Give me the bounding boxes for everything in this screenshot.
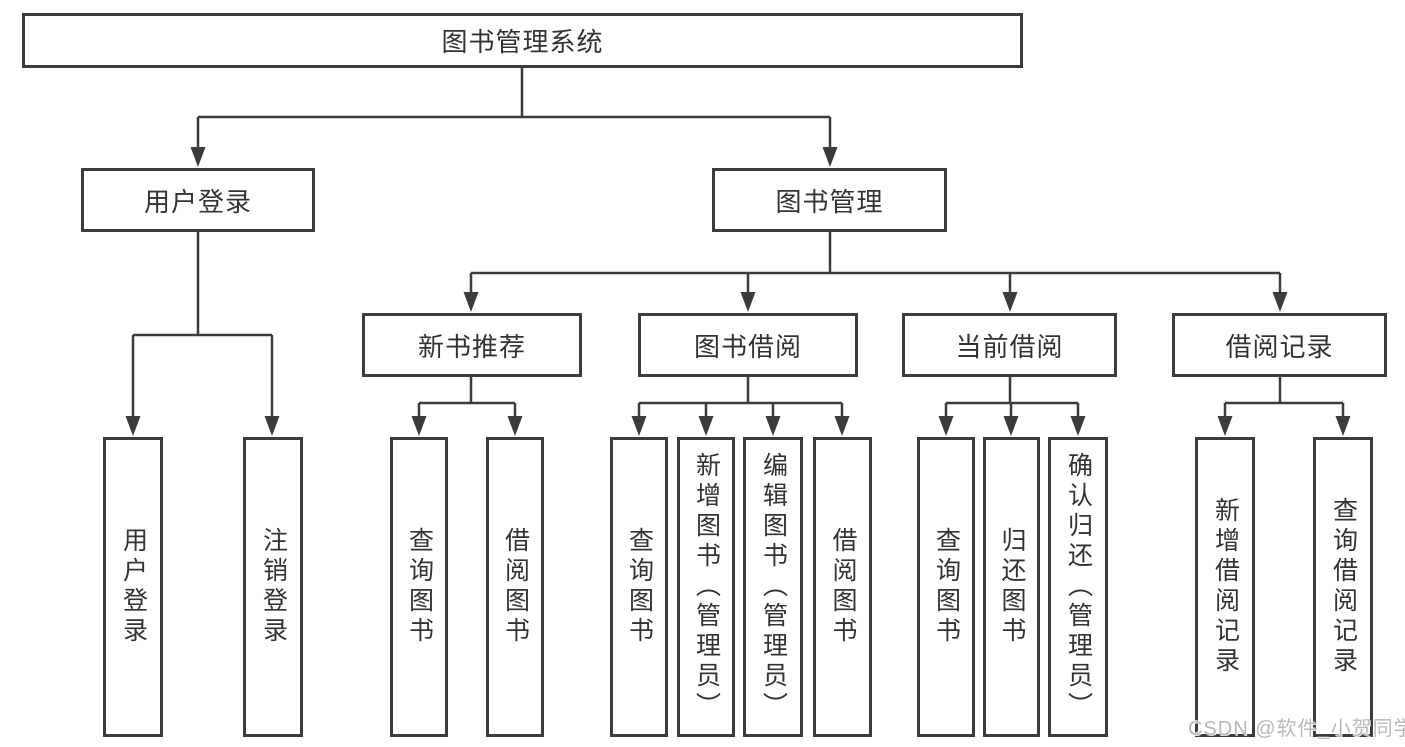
leaf-edit-books-admin-label: 编辑图书（管理员） [759,452,788,722]
leaf-add-books-admin-label: 新增图书（管理员） [692,452,721,722]
leaf-edit-books-admin: 编辑图书（管理员） [743,437,803,737]
node-book-management: 图书管理 [712,168,947,232]
leaf-query-books-borrow: 查询图书 [610,437,668,737]
leaf-logout-label: 注销登录 [259,527,288,647]
leaf-return-books-label: 归还图书 [998,527,1026,647]
leaf-confirm-return-admin-label: 确认归还（管理员） [1064,452,1093,722]
csdn-watermark: CSDN @软件_小贺同学 [1188,718,1405,740]
node-borrow-records: 借阅记录 [1172,313,1387,377]
node-user-login: 用户登录 [81,168,315,232]
leaf-borrow-books-label: 借阅图书 [829,527,857,647]
leaf-user-login: 用户登录 [103,437,163,737]
leaf-query-borrow-record-label: 查询借阅记录 [1329,497,1358,677]
leaf-add-borrow-record-label: 新增借阅记录 [1211,497,1240,677]
node-library-management-system: 图书管理系统 [22,13,1023,68]
leaf-borrow-books-recommend: 借阅图书 [486,437,544,737]
arrowhead-icons [125,147,1351,436]
leaf-confirm-return-admin: 确认归还（管理员） [1048,437,1108,737]
leaf-query-books-current-label: 查询图书 [932,527,961,647]
node-book-borrow: 图书借阅 [638,313,858,377]
leaf-user-login-label: 用户登录 [119,527,148,647]
leaf-return-books: 归还图书 [983,437,1040,737]
leaf-query-borrow-record: 查询借阅记录 [1313,437,1373,737]
leaf-query-books-borrow-label: 查询图书 [625,527,654,647]
leaf-query-books-recommend: 查询图书 [390,437,448,737]
leaf-add-books-admin: 新增图书（管理员） [677,437,735,737]
leaf-add-borrow-record: 新增借阅记录 [1195,437,1255,737]
leaf-logout: 注销登录 [243,437,303,737]
node-current-borrow: 当前借阅 [902,313,1117,377]
leaf-query-books-current: 查询图书 [917,437,975,737]
leaf-query-books-recommend-label: 查询图书 [405,527,434,647]
node-new-book-recommend: 新书推荐 [362,313,582,377]
leaf-borrow-books-recommend-label: 借阅图书 [501,527,530,647]
leaf-borrow-books: 借阅图书 [813,437,872,737]
